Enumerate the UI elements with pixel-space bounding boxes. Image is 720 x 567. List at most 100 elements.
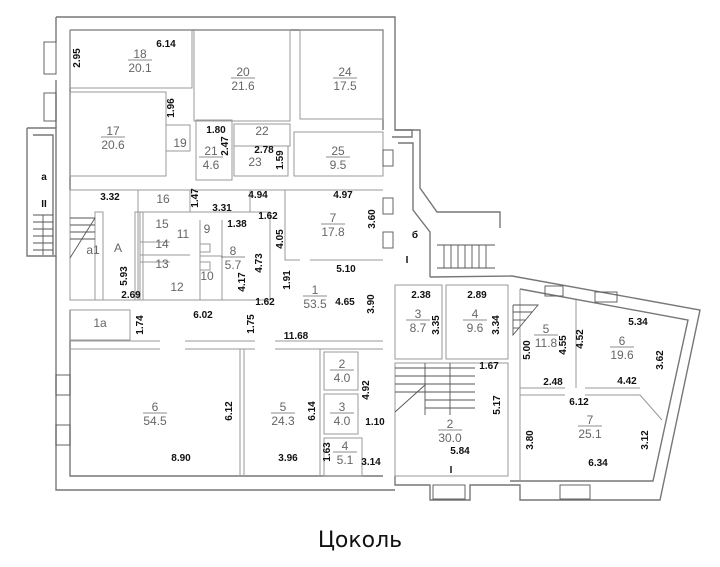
dimension-label: 3.62: [655, 350, 666, 370]
room-area: 4.0: [334, 371, 351, 385]
dimension-label: 3.60: [367, 209, 378, 229]
room-number: а1: [86, 243, 100, 257]
room-number: 17: [106, 124, 120, 138]
room-number: 4: [472, 307, 479, 321]
room-number: 2: [447, 417, 454, 431]
dimension-label: 6.12: [224, 401, 235, 421]
room-number: 19: [173, 136, 187, 150]
room-label: 524.3: [271, 400, 295, 428]
dimension-label: 2.89: [467, 290, 487, 301]
windows: [43, 41, 618, 500]
stair-b: [437, 244, 495, 269]
room-area: 24.3: [271, 414, 295, 428]
dimension-label: 4.97: [333, 190, 353, 201]
room-area: 5.7: [225, 258, 242, 272]
room-number: 1: [312, 283, 319, 297]
room-number: 7: [587, 413, 594, 427]
dimension-label: 3.32: [100, 192, 120, 203]
room-area: 17.5: [333, 79, 357, 93]
room-label: 1а: [93, 316, 107, 330]
room-number: 20: [236, 65, 250, 79]
room-label: 49.6: [463, 307, 487, 335]
room-number: 23: [248, 155, 262, 169]
room-number: 18: [133, 47, 147, 61]
room-number: 7: [330, 211, 337, 225]
dimension-label: 2.95: [72, 48, 83, 68]
room-area: 20.6: [101, 138, 125, 152]
dimension-label: 3.34: [491, 315, 502, 335]
room-label: 725.1: [578, 413, 602, 441]
room-label: 259.5: [326, 144, 350, 172]
section-marker: а: [41, 172, 47, 183]
dimension-label: 3.96: [278, 453, 298, 464]
room-area: 21.6: [231, 79, 255, 93]
room-number: 3: [415, 307, 422, 321]
dimension-label: 1.67: [479, 361, 499, 372]
room-label: 654.5: [143, 400, 167, 428]
dimension-label: 1.96: [166, 98, 177, 118]
room-label: 19: [173, 136, 187, 150]
room-label: А: [114, 241, 122, 255]
dimension-label: 4.94: [248, 190, 268, 201]
dimension-label: 2.78: [254, 145, 274, 156]
dimension-label: 11.68: [284, 331, 309, 342]
floor-title: Цоколь: [317, 528, 403, 553]
stair-hall-2: [394, 363, 475, 415]
room-number: 21: [204, 144, 218, 158]
room-number: 15: [155, 217, 169, 231]
dimension-label: 3.80: [525, 430, 536, 450]
room-number: 25: [331, 144, 345, 158]
room-area: 9.6: [467, 321, 484, 335]
room-label: 14: [155, 237, 169, 251]
room-number: 6: [619, 334, 626, 348]
room-number: 3: [339, 400, 346, 414]
dimension-label: 3.35: [431, 315, 442, 335]
dimension-label: 4.17: [237, 272, 248, 292]
dimension-label: 1.10: [365, 417, 385, 428]
dimension-label: 5.93: [119, 266, 130, 286]
room-number: 5: [543, 322, 550, 336]
room-area: 53.5: [303, 297, 327, 311]
dimension-label: 1.63: [322, 442, 333, 462]
room-number: 12: [170, 280, 184, 294]
room-area: 17.8: [321, 225, 345, 239]
dimension-label: 6.34: [588, 458, 608, 469]
dimension-label: 1.80: [206, 125, 226, 136]
room-number: 14: [155, 237, 169, 251]
dimension-label: 5.00: [522, 340, 533, 360]
room-label: 13: [155, 257, 169, 271]
dimension-label: 5.10: [336, 264, 356, 275]
room-area: 4.0: [334, 414, 351, 428]
room-area: 4.6: [203, 158, 220, 172]
room-number: 16: [156, 192, 170, 206]
section-marker: I: [406, 255, 409, 266]
room-label: 230.0: [438, 417, 462, 445]
room-area: 54.5: [143, 414, 167, 428]
dimension-label: 8.90: [171, 453, 191, 464]
dimension-label: 4.92: [361, 380, 372, 400]
stair-a: [33, 214, 53, 255]
room-label: 153.5: [303, 283, 327, 311]
room-label: 619.6: [610, 334, 634, 362]
room-label: 38.7: [406, 307, 430, 335]
room-number: 5: [280, 400, 287, 414]
dimension-label: 2.38: [411, 290, 431, 301]
stair-a1: [69, 217, 96, 259]
room-label: 16: [156, 192, 170, 206]
room-number: 1а: [93, 316, 107, 330]
room-area: 25.1: [578, 427, 602, 441]
dimension-label: 1.59: [275, 150, 286, 170]
dimension-label: 6.14: [307, 401, 318, 421]
room-number: 22: [255, 124, 269, 138]
section-marker: I: [450, 465, 453, 476]
dimension-label: 1.38: [227, 219, 247, 230]
room-area: 20.1: [128, 61, 152, 75]
room-label: 15: [155, 217, 169, 231]
dimension-label: 1.62: [255, 297, 275, 308]
room-area: 8.7: [410, 321, 427, 335]
